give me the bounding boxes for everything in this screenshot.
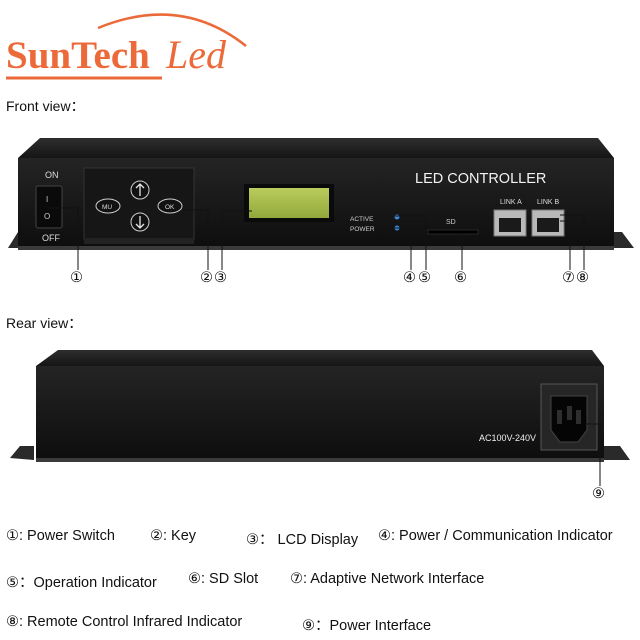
legend-label: : SD Slot	[201, 571, 259, 587]
legend-num: ⑤	[6, 575, 19, 591]
legend-label: : Adaptive Network Interface	[303, 571, 485, 587]
key-ok-button[interactable]: OK	[157, 198, 183, 214]
legend-item-network-interface: ⑦: Adaptive Network Interface	[290, 571, 484, 587]
key-menu-button[interactable]: MU	[95, 198, 121, 214]
switch-on-label: ON	[45, 170, 59, 180]
legend-label: : Power Switch	[19, 528, 115, 544]
legend-num: ⑨	[302, 618, 315, 634]
legend-num: ⑥	[188, 571, 201, 587]
lcd-display	[249, 188, 329, 218]
key-menu-label: MU	[102, 204, 112, 211]
logo-swoosh	[97, 13, 247, 47]
legend-item-lcd-display: ③： LCD Display	[246, 528, 358, 549]
legend-item-power-switch: ①: Power Switch	[6, 528, 115, 544]
front-view-label: Front view：	[6, 98, 85, 114]
legend-label: : Key	[163, 528, 197, 544]
active-indicator-led	[394, 214, 400, 220]
switch-rocker[interactable]	[35, 185, 63, 229]
logo-text-led: Led	[165, 32, 227, 77]
callout-4: ④	[403, 270, 416, 286]
rear-top-lid	[36, 350, 604, 366]
arrow-down-icon	[135, 216, 145, 229]
callout-5: ⑤	[418, 270, 431, 286]
legend-label: : Remote Control Infrared Indicator	[19, 614, 243, 630]
network-port-b[interactable]	[531, 209, 565, 237]
callout-9: ⑨	[592, 486, 605, 502]
rear-device: AC100V-240V	[10, 350, 630, 462]
key-down-button[interactable]	[130, 212, 150, 232]
suntech-led-logo: SunTech Led	[6, 13, 247, 80]
key-ok-label: OK	[165, 204, 175, 211]
front-top-lid	[18, 138, 614, 158]
front-device: ON I O OFF MU OK	[8, 138, 634, 250]
power-label: POWER	[350, 226, 375, 233]
front-panel-title: LED CONTROLLER	[415, 171, 546, 187]
device-diagram: ON I O OFF MU OK	[8, 138, 634, 486]
legend-num: ⑧	[6, 614, 19, 630]
legend-item-operation-indicator: ⑤：Operation Indicator	[6, 571, 157, 592]
callout-7: ⑦	[562, 270, 575, 286]
legend-num: ⑦	[290, 571, 303, 587]
legend-item-power-communication: ④: Power / Communication Indicator	[378, 528, 613, 544]
active-label: ACTIVE	[350, 216, 374, 223]
power-switch[interactable]: ON I O OFF	[35, 170, 63, 243]
rear-right-flange	[600, 446, 630, 460]
callout-1: ①	[70, 270, 83, 286]
network-port-a[interactable]	[493, 209, 527, 237]
legend-num: ①	[6, 528, 19, 544]
legend-item-infrared-indicator: ⑧: Remote Control Infrared Indicator	[6, 614, 242, 630]
front-leader-lines	[46, 207, 585, 270]
legend-label: : Power / Communication Indicator	[391, 528, 613, 544]
callout-2: ②	[200, 270, 213, 286]
legend-label: ：Power Interface	[315, 618, 432, 634]
power-socket[interactable]	[540, 383, 598, 451]
callout-8: ⑧	[576, 270, 589, 286]
legend-item-key: ②: Key	[150, 528, 196, 544]
link-a-label: LINK A	[500, 199, 522, 206]
sd-label: SD	[446, 219, 456, 226]
logo-text-suntech: SunTech	[6, 34, 150, 77]
arrow-up-icon	[135, 183, 145, 196]
rear-leader-line	[585, 423, 601, 486]
callout-6: ⑥	[454, 270, 467, 286]
legend-num: ④	[378, 528, 391, 544]
voltage-label: AC100V-240V	[479, 433, 536, 443]
rear-face	[36, 366, 604, 462]
key-up-button[interactable]	[130, 180, 150, 200]
key-pad: MU OK	[83, 167, 195, 244]
switch-mark-i: I	[46, 195, 48, 204]
legend-label: ：Operation Indicator	[19, 575, 157, 591]
legend-item-power-interface: ⑨：Power Interface	[302, 614, 431, 635]
legend-num: ②	[150, 528, 163, 544]
rear-view-label: Rear view：	[6, 315, 83, 331]
switch-off-label: OFF	[42, 233, 60, 243]
link-b-label: LINK B	[537, 199, 560, 206]
switch-mark-o: O	[44, 212, 50, 221]
rear-left-flange	[10, 446, 34, 460]
legend-num: ③	[246, 532, 259, 548]
callout-3: ③	[214, 270, 227, 286]
legend-item-sd-slot: ⑥: SD Slot	[188, 571, 258, 587]
legend-label: ： LCD Display	[259, 532, 359, 548]
sd-slot[interactable]	[427, 229, 479, 235]
